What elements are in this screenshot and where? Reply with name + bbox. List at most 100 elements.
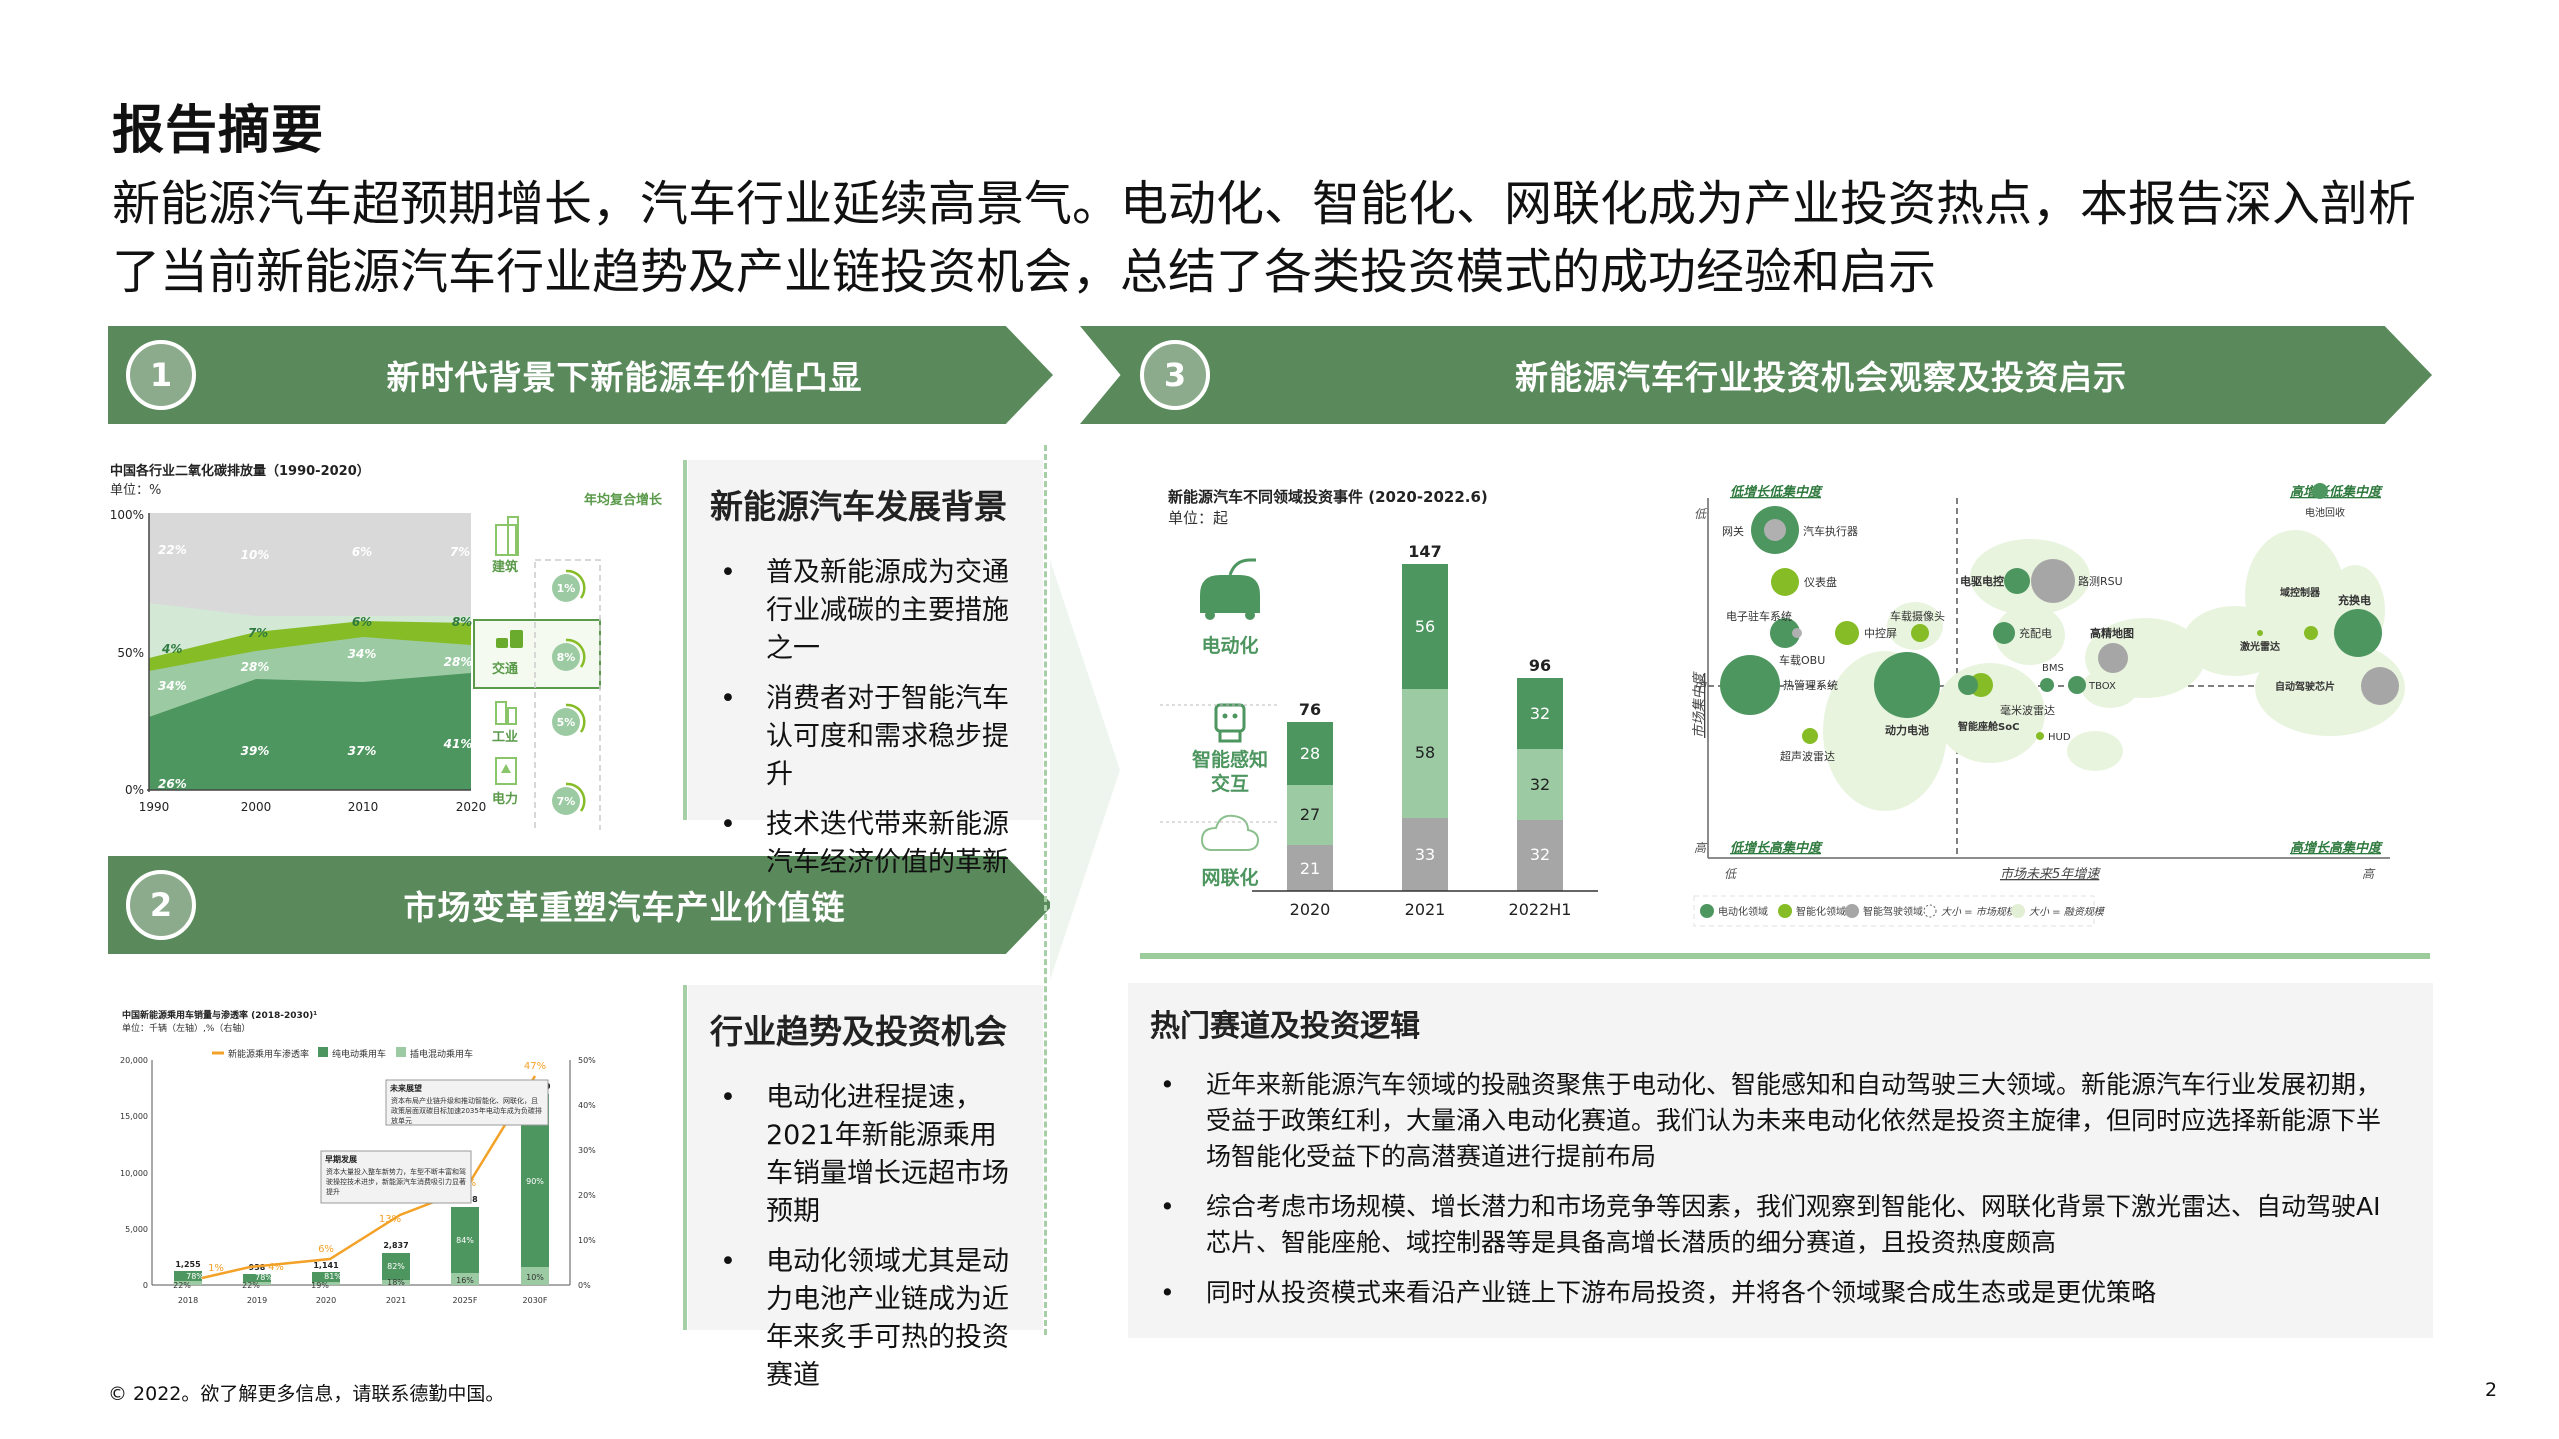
quadrant-label: 高增长低集中度	[2290, 484, 2384, 500]
label: 26%	[158, 777, 187, 791]
bar-value: 21	[1300, 859, 1320, 878]
investment-events-chart: 新能源汽车不同领域投资事件 (2020-2022.6) 单位：起	[1168, 486, 1488, 528]
cagr-value: 7%	[557, 795, 576, 808]
point-label: 网关	[1722, 524, 1744, 538]
bar-value: 28	[1300, 744, 1320, 763]
bar-value: 32	[1530, 704, 1550, 723]
report-summary: 新能源汽车超预期增长，汽车行业延续高景气。电动化、智能化、网联化成为产业投资热点…	[112, 176, 2417, 300]
phev-share: 19%	[311, 1281, 329, 1290]
building-icon	[495, 516, 519, 556]
y-tick: 0	[143, 1281, 148, 1290]
investment-events-unit: 单位：起	[1168, 509, 1229, 527]
sector-label: 建筑	[492, 559, 518, 575]
label: 6%	[352, 545, 372, 559]
label: 39%	[241, 744, 270, 758]
point-label: 毫米波雷达	[2000, 703, 2055, 717]
phev-share: 22%	[242, 1281, 260, 1290]
nev-sales-unit: 单位：千辆（左轴）,%（右轴）	[122, 1024, 251, 1034]
investment-events-title: 新能源汽车不同领域投资事件 (2020-2022.6)	[1168, 488, 1488, 506]
point-label: 域控制器	[2280, 586, 2321, 599]
trends-panel: 行业趋势及投资机会 电动化进程提速，2021年新能源乘用车销量增长远超市场预期 …	[688, 985, 1043, 1391]
bar-total: 76	[1299, 700, 1321, 719]
column-divider	[1044, 445, 1047, 1335]
svg-text:中: 中	[1694, 679, 1707, 693]
section-1-banner: 1 新时代背景下新能源车价值凸显	[108, 326, 1053, 424]
x-tick: 2020	[1290, 900, 1331, 919]
point-label: 电池回收	[2305, 506, 2345, 519]
x-axis-label: 市场未来5年增速	[2000, 866, 2101, 882]
point-label: 车载OBU	[1779, 653, 1825, 667]
section-1-number: 1	[126, 340, 196, 410]
label: 28%	[241, 660, 270, 674]
x-tick: 2022H1	[1509, 900, 1572, 919]
x-tick: 2021	[1405, 900, 1446, 919]
nev-sales-title: 中国新能源乘用车销量与渗透率 (2018-2030)¹	[122, 1011, 318, 1021]
trends-panel-title: 行业趋势及投资机会	[710, 1012, 1007, 1051]
electric-car-icon	[1200, 558, 1260, 620]
bev-share: 90%	[526, 1177, 544, 1186]
point-label: 自动驾驶芯片	[2275, 680, 2335, 693]
point-label: 车载摄像头	[1890, 609, 1945, 623]
cagr-value: 5%	[557, 716, 576, 729]
point-label: 汽车执行器	[1803, 524, 1858, 538]
hot-tracks-bullet: 同时从投资模式来看沿产业链上下游布局投资，并将各个领域聚合成生态或是更优策略	[1150, 1275, 2411, 1311]
phev-share: 16%	[456, 1276, 474, 1285]
bev-share: 82%	[387, 1262, 405, 1271]
svg-text:智能感知: 智能感知	[1192, 748, 1268, 771]
legend-item: 插电混动乘用车	[410, 1048, 473, 1060]
co2-chart: 中国各行业二氧化碳排放量（1990-2020） 单位：%	[110, 460, 370, 498]
y-tick-right: 10%	[578, 1236, 596, 1245]
phev-share: 10%	[526, 1273, 544, 1282]
label: 41%	[443, 737, 473, 751]
y-tick: 20,000	[120, 1056, 148, 1065]
power-box-icon	[495, 757, 517, 785]
point-label: 智能座舱SoC	[1958, 720, 2019, 733]
bar-value: 32	[1530, 775, 1550, 794]
label: 8%	[452, 615, 472, 629]
label: 34%	[348, 647, 377, 661]
section-2-title: 市场变革重塑汽车产业价值链	[403, 888, 846, 927]
penetration-label: 4%	[268, 1262, 284, 1273]
x-tick: 2020	[316, 1296, 336, 1305]
page-title: 报告摘要	[112, 101, 325, 161]
label: 34%	[158, 679, 187, 693]
label: 6%	[352, 615, 372, 629]
bar-value: 33	[1415, 845, 1435, 864]
point-label: 充换电	[2338, 593, 2371, 607]
legend-item: 智能驾驶领域	[1863, 905, 1923, 918]
x-tick: 低	[1724, 867, 1738, 881]
legend-item: 电动化领域	[1718, 905, 1768, 918]
panel-accent	[683, 985, 687, 1330]
point-label: HUD	[2048, 732, 2071, 743]
bar-total: 1,141	[313, 1261, 339, 1270]
label: 37%	[348, 744, 377, 758]
y-axis-label: 市场集中度	[1691, 671, 1707, 738]
svg-text:交互: 交互	[1211, 772, 1249, 795]
x-tick: 2021	[386, 1296, 406, 1305]
callout-title: 未来展望	[389, 1083, 422, 1093]
phev-share: 22%	[173, 1281, 191, 1290]
x-tick: 2025F	[453, 1296, 478, 1305]
bar-value: 27	[1300, 805, 1320, 824]
section-3-number: 3	[1140, 340, 1210, 410]
y-tick-right: 20%	[578, 1191, 596, 1200]
background-bullet: 技术迭代带来新能源汽车经济价值的革新	[710, 806, 1021, 882]
point-label: 热管理系统	[1783, 678, 1838, 692]
x-tick: 1990	[139, 800, 170, 814]
bar-total: 96	[1529, 656, 1551, 675]
bar-total: 1,255	[175, 1260, 201, 1269]
legend-item: 大小 = 融资规模	[2029, 906, 2106, 918]
y-tick-right: 50%	[578, 1056, 596, 1065]
x-tick: 2030F	[523, 1296, 548, 1305]
bubble-matrix-plot: 低中高 低 高 市场集中度 市场未来5年增速 低增长低集中度 高增长低集中度 低…	[1691, 483, 2405, 927]
legend-item: 纯电动乘用车	[332, 1048, 386, 1060]
point-label: BMS	[2042, 663, 2064, 674]
x-tick: 2019	[247, 1296, 267, 1305]
bev-share: 78%	[255, 1273, 273, 1282]
trends-bullet: 电动化进程提速，2021年新能源乘用车销量增长远超市场预期	[710, 1079, 1021, 1231]
penetration-label: 6%	[318, 1244, 334, 1255]
page-number: 2	[2485, 1379, 2498, 1401]
x-tick: 2000	[241, 800, 272, 814]
background-panel: 新能源汽车发展背景 普及新能源成为交通行业减碳的主要措施之一 消费者对于智能汽车…	[688, 460, 1043, 878]
y-tick: 15,000	[120, 1112, 148, 1121]
